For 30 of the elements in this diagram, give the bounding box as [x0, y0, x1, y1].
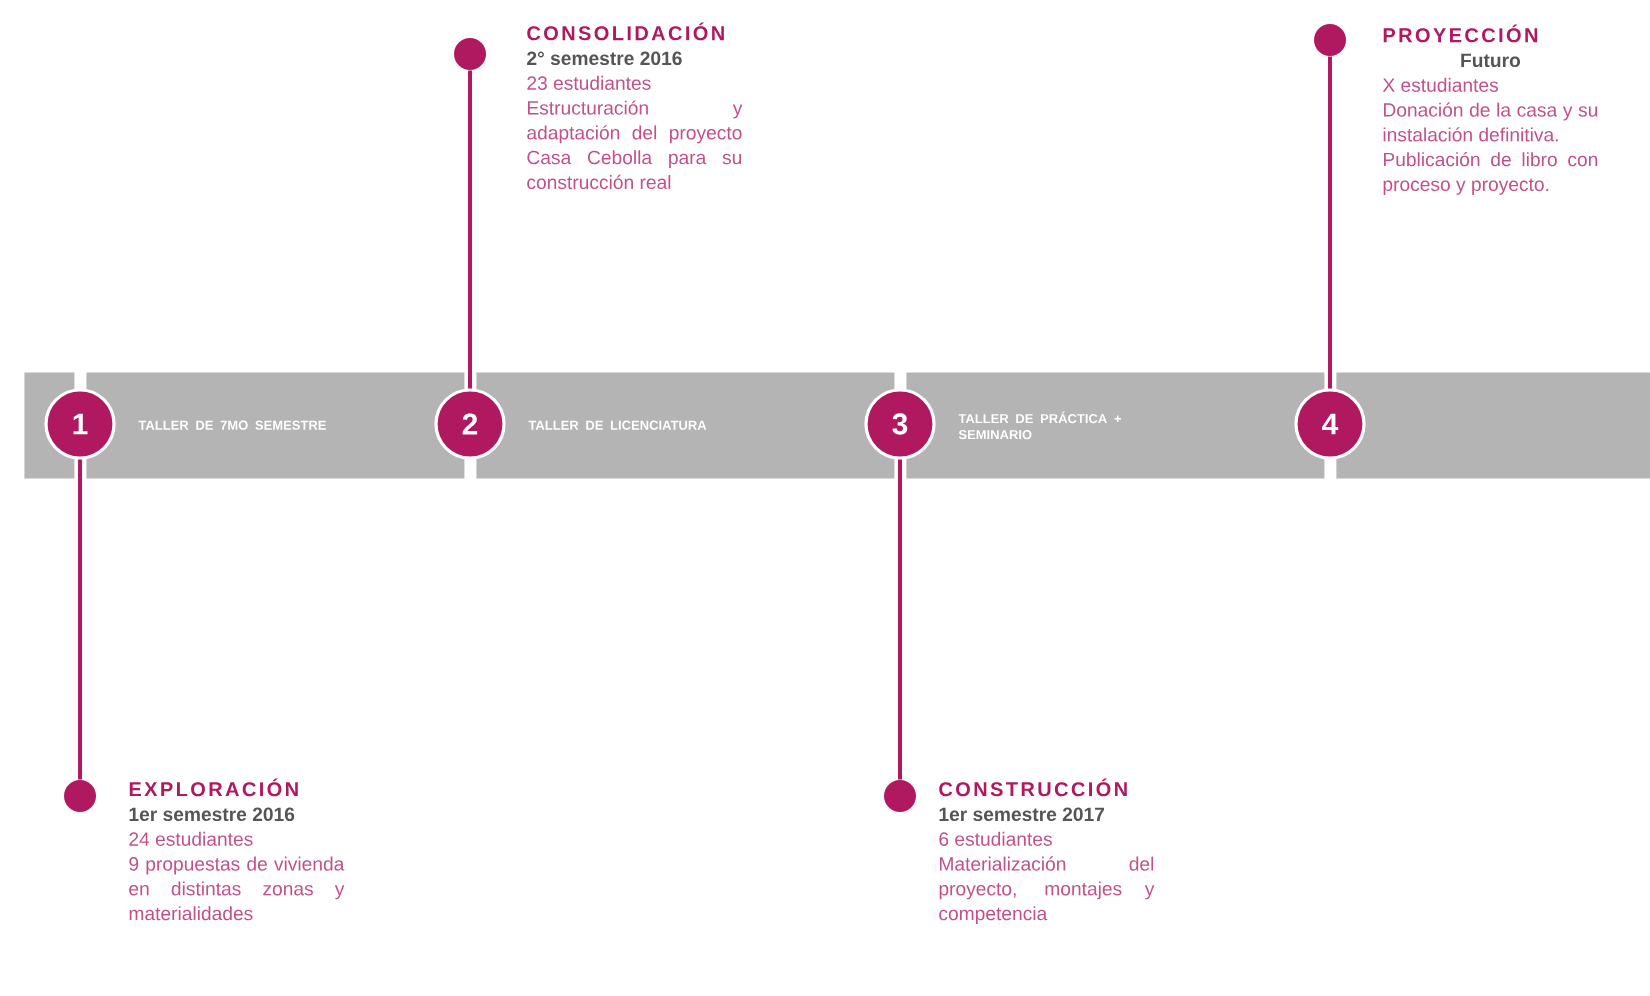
node-label: 24 estudiantes	[129, 831, 253, 846]
node-label: 23 estudiantes	[527, 75, 651, 90]
milestone-text: PROYECCIÓN Futuro X estudiantes Donación de la casa y su instalación definitiva. Publicación de libro con proceso y proyecto.	[1382, 24, 1598, 195]
node-label: 1er semestre 2016	[129, 807, 295, 822]
connector-line	[1328, 56, 1332, 389]
milestone-text: CONSTRUCCIÓN 1er semestre 2017 6 estudiantes Materialización del proyecto, montajes y competencia	[939, 778, 1155, 925]
node-label: EXPLORACIÓN	[129, 778, 298, 797]
timeline-dot	[884, 780, 916, 812]
connector-line	[898, 459, 902, 780]
node-label: Donación de la casa y su instalación definitiva.	[1383, 102, 1598, 142]
node-label: Futuro	[1461, 53, 1521, 68]
node-label: 6 estudiantes	[939, 831, 1052, 846]
node-label: 2° semestre 2016	[527, 51, 682, 66]
timeline-dot	[454, 38, 486, 70]
milestone-text: EXPLORACIÓN 1er semestre 2016 24 estudiantes 9 propuestas de vivienda en distintas zonas y materialidades	[129, 778, 345, 921]
node-label: X estudiantes	[1382, 77, 1499, 92]
timeline-band	[1336, 372, 1650, 479]
node-label: CONSOLIDACIÓN	[527, 22, 724, 41]
connector-line	[468, 70, 472, 389]
node-label: 9 propuestas de vivienda en distintas zonas y materialidades	[129, 856, 345, 921]
node-label: PROYECCIÓN	[1383, 24, 1538, 43]
timeline-dot	[1314, 24, 1346, 56]
node-label: 1er semestre 2017	[939, 807, 1105, 822]
connector-line	[78, 459, 82, 780]
node-label: Materialización del proyecto, montajes y competencia	[939, 856, 1155, 925]
node-label: Publicación de libro con proceso y proyecto.	[1383, 151, 1598, 195]
timeline-dot	[64, 780, 96, 812]
node-label: CONSTRUCCIÓN	[939, 778, 1127, 797]
milestone-text: CONSOLIDACIÓN 2° semestre 2016 23 estudiantes Estructuración y adaptación del proyecto Casa Cebolla para su construcción real	[527, 22, 743, 190]
node-label: Estructuración y adaptación del proyecto Casa Cebolla para su construcción real	[527, 100, 743, 190]
